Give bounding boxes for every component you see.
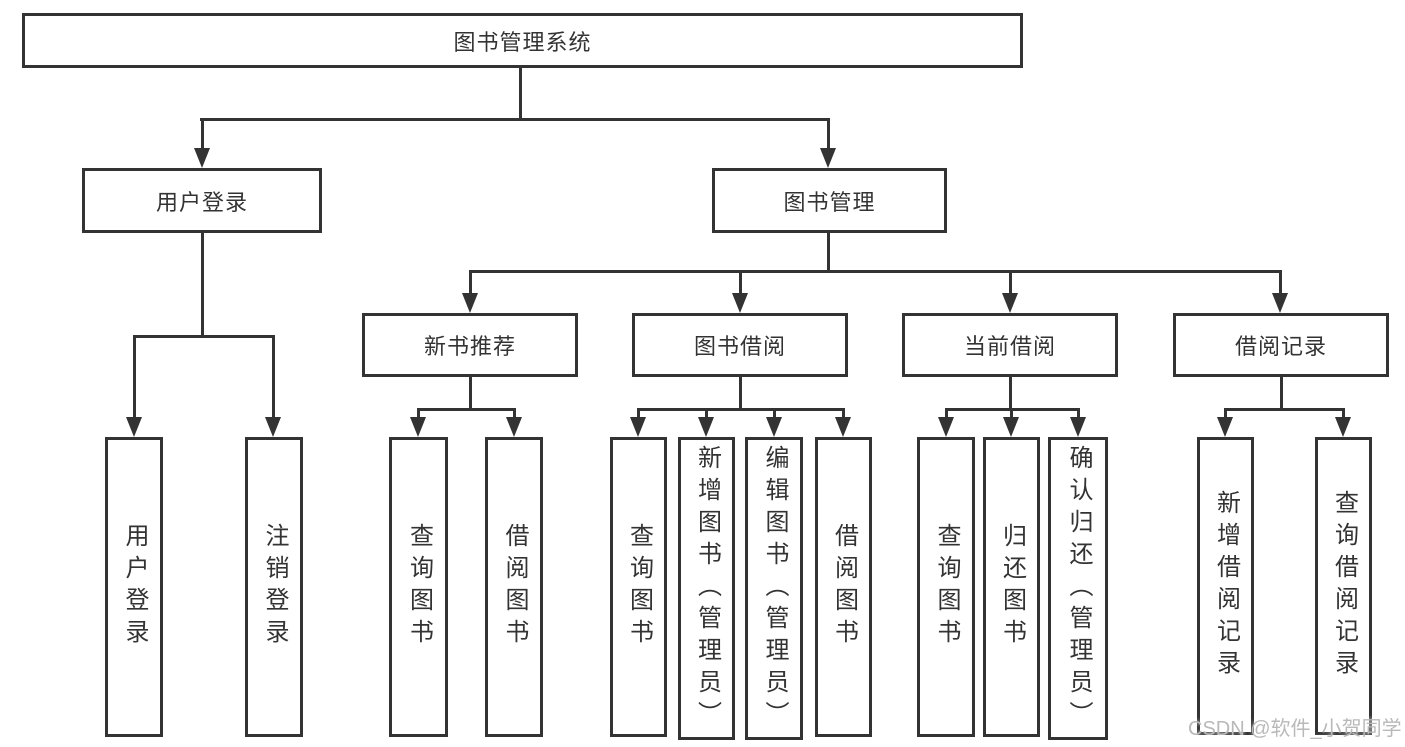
connector-segment	[637, 408, 640, 422]
leaf-add-borrow-record: 新增借阅记录	[1197, 437, 1254, 735]
connector-segment	[705, 408, 708, 422]
connector-segment	[200, 118, 830, 121]
leaf-edit-books-admin-label: 编辑图书（管理员）	[761, 444, 788, 733]
connector-segment	[469, 377, 472, 409]
leaf-query-books-current: 查询图书	[917, 437, 975, 737]
leaf-query-books-recommend-label: 查询图书	[405, 523, 433, 651]
leaf-borrow-books-label: 借阅图书	[830, 523, 858, 651]
connector-segment	[417, 408, 516, 411]
leaf-query-borrow-record: 查询借阅记录	[1315, 437, 1372, 735]
leaf-query-books-current-label: 查询图书	[933, 523, 960, 651]
leaf-borrow-books-recommend: 借阅图书	[485, 437, 543, 737]
arrowhead-icon	[766, 417, 782, 437]
leaf-logout-label: 注销登录	[261, 523, 288, 651]
arrowhead-icon	[462, 293, 478, 313]
leaf-return-books-label: 归还图书	[998, 523, 1026, 651]
node-book-borrow: 图书借阅	[632, 313, 848, 377]
arrowhead-icon	[265, 417, 281, 437]
connector-segment	[1009, 270, 1012, 296]
watermark-text: CSDN @软件_小贺同学	[1188, 718, 1402, 740]
leaf-query-borrow-record-label: 查询借阅记录	[1330, 490, 1358, 682]
arrowhead-icon	[506, 417, 522, 437]
leaf-add-borrow-record-label: 新增借阅记录	[1212, 490, 1240, 682]
leaf-edit-books-admin: 编辑图书（管理员）	[745, 437, 803, 740]
connector-segment	[827, 233, 830, 272]
node-book-management: 图书管理	[712, 168, 947, 233]
arrowhead-icon	[630, 417, 646, 437]
leaf-logout: 注销登录	[245, 437, 303, 737]
node-book-management-label: 图书管理	[783, 189, 876, 215]
connector-segment	[1280, 377, 1283, 409]
connector-segment	[945, 408, 948, 422]
leaf-add-books-admin: 新增图书（管理员）	[678, 437, 735, 740]
leaf-query-books-borrow-label: 查询图书	[625, 523, 653, 651]
connector-segment	[417, 408, 420, 422]
arrowhead-icon	[126, 417, 142, 437]
connector-segment	[201, 233, 204, 336]
connector-segment	[519, 68, 522, 119]
connector-segment	[272, 335, 275, 421]
leaf-query-books-borrow: 查询图书	[610, 437, 667, 737]
connector-segment	[1342, 408, 1345, 422]
connector-segment	[469, 270, 472, 296]
connector-segment	[513, 408, 516, 422]
node-current-borrow-label: 当前借阅	[963, 334, 1056, 359]
connector-segment	[842, 408, 845, 422]
connector-segment	[469, 270, 1282, 273]
connector-segment	[773, 408, 776, 422]
connector-segment	[637, 408, 844, 411]
arrowhead-icon	[1070, 417, 1086, 437]
connector-segment	[1224, 408, 1344, 411]
arrowhead-icon	[410, 417, 426, 437]
node-user-login-label: 用户登录	[155, 189, 248, 215]
node-user-login: 用户登录	[82, 168, 322, 233]
arrowhead-icon	[698, 417, 714, 437]
leaf-add-books-admin-label: 新增图书（管理员）	[693, 444, 721, 733]
leaf-confirm-return-admin-label: 确认归还（管理员）	[1065, 444, 1092, 733]
leaf-borrow-books-recommend-label: 借阅图书	[501, 523, 528, 651]
connector-segment	[133, 335, 275, 338]
connector-segment	[1010, 408, 1013, 422]
leaf-return-books: 归还图书	[983, 437, 1040, 737]
node-new-book-recommend: 新书推荐	[362, 313, 578, 377]
arrowhead-icon	[835, 417, 851, 437]
connector-segment	[739, 270, 742, 296]
leaf-borrow-books: 借阅图书	[815, 437, 872, 737]
arrowhead-icon	[1002, 293, 1018, 313]
arrowhead-icon	[732, 293, 748, 313]
arrowhead-icon	[1335, 417, 1351, 437]
connector-segment	[1279, 270, 1282, 296]
node-book-borrow-label: 图书借阅	[693, 334, 786, 359]
leaf-user-login: 用户登录	[105, 437, 163, 737]
leaf-confirm-return-admin: 确认归还（管理员）	[1048, 437, 1108, 740]
node-library-system: 图书管理系统	[22, 13, 1023, 68]
arrowhead-icon	[194, 148, 210, 168]
connector-segment	[739, 377, 742, 409]
arrowhead-icon	[1272, 293, 1288, 313]
node-current-borrow: 当前借阅	[902, 313, 1118, 377]
connector-segment	[1224, 408, 1227, 422]
node-new-book-recommend-label: 新书推荐	[423, 334, 516, 359]
connector-segment	[1077, 408, 1080, 422]
arrowhead-icon	[1003, 417, 1019, 437]
connector-segment	[201, 118, 204, 152]
connector-segment	[1009, 377, 1012, 409]
leaf-user-login-label: 用户登录	[121, 523, 148, 651]
node-library-system-label: 图书管理系统	[453, 29, 592, 55]
arrowhead-icon	[1217, 417, 1233, 437]
connector-segment	[133, 335, 136, 421]
arrowhead-icon	[820, 148, 836, 168]
node-borrow-records: 借阅记录	[1173, 313, 1389, 377]
node-borrow-records-label: 借阅记录	[1234, 334, 1327, 359]
arrowhead-icon	[938, 417, 954, 437]
connector-segment	[827, 118, 830, 152]
leaf-query-books-recommend: 查询图书	[389, 437, 448, 737]
